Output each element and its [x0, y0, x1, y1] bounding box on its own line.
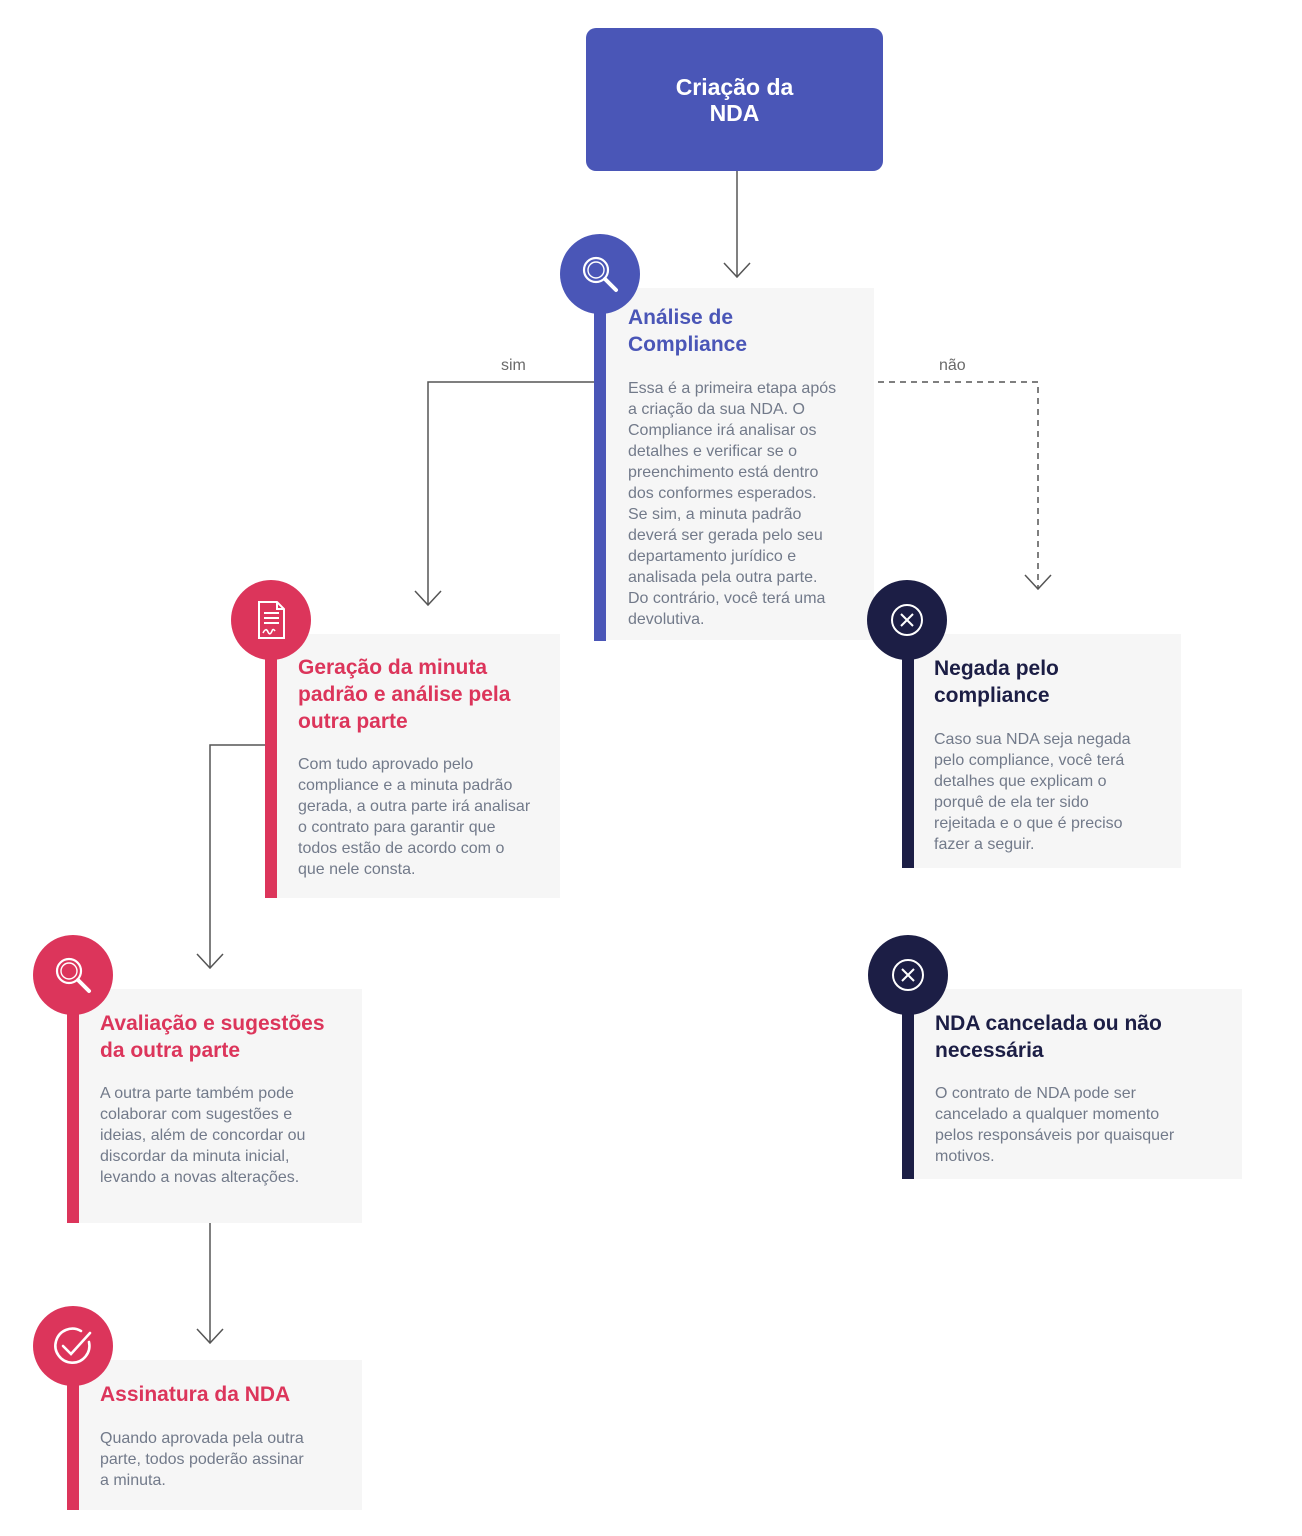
arrowhead [1024, 574, 1052, 591]
step-description: O contrato de NDA pode ser cancelado a q… [935, 1085, 1175, 1165]
arrow-nao-to-negada [878, 381, 1039, 588]
step-description: Caso sua NDA seja negada pelo compliance… [934, 731, 1131, 853]
step-card [908, 989, 1242, 1179]
arrowhead [723, 262, 751, 279]
step-bar [594, 276, 606, 641]
step-bar [67, 1348, 79, 1510]
step-description: Quando aprovada pela outra parte, todos … [100, 1430, 304, 1489]
step-title: Negada pelo compliance [934, 657, 1059, 707]
step-title: Geração da minuta padrão e análise pela … [298, 656, 511, 733]
close-circle-icon [867, 580, 947, 660]
step-card [600, 288, 874, 640]
step-card [73, 1360, 362, 1510]
step-card [271, 634, 560, 898]
step-title: NDA cancelada ou não necessária [935, 1012, 1162, 1062]
arrow-sim-to-minuta [427, 381, 596, 604]
step-bar [902, 977, 914, 1179]
branch-label-nao: não [939, 357, 966, 374]
step-bar [67, 977, 79, 1223]
arrowhead [196, 1328, 224, 1345]
check-circle-icon [33, 1306, 113, 1386]
step-card [73, 989, 362, 1223]
arrowhead [414, 590, 442, 607]
arrow-minuta-to-avaliacao [209, 744, 265, 967]
step-title: Análise de Compliance [628, 306, 748, 356]
magnifier-icon [33, 935, 113, 1015]
start-node-criacao-nda: Criação da NDA [586, 28, 883, 171]
step-description: A outra parte também pode colaborar com … [100, 1085, 306, 1186]
signed-document-icon [231, 580, 311, 660]
branch-label-sim: sim [501, 357, 526, 374]
close-circle-icon [868, 935, 948, 1015]
step-card [908, 634, 1181, 868]
step-bar [902, 622, 914, 868]
step-description: Essa é a primeira etapa após a criação d… [628, 380, 837, 628]
step-title: Avaliação e sugestões da outra parte [100, 1012, 325, 1062]
magnifier-icon [560, 234, 640, 314]
step-description: Com tudo aprovado pelo compliance e a mi… [298, 756, 531, 878]
step-bar [265, 622, 277, 898]
arrowhead [196, 953, 224, 970]
step-title: Assinatura da NDA [100, 1383, 291, 1406]
